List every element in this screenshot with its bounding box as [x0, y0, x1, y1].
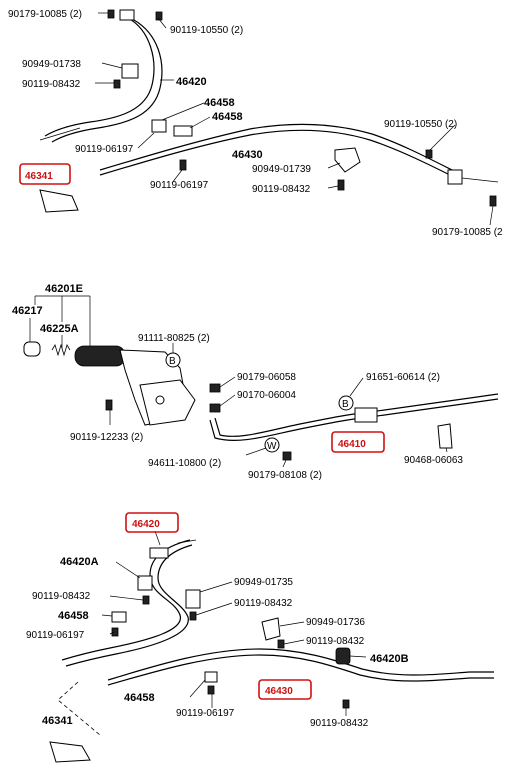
label-46458-a: 46458 [204, 97, 235, 109]
bracket-90949-01736 [261, 617, 281, 641]
clamp-46420a [137, 575, 153, 591]
label-46410-highlight: 46410 [338, 439, 366, 450]
label-90119-06197-d: 90119-06197 [176, 708, 235, 719]
label-90170-06004: 90170-06004 [237, 390, 296, 401]
lever-grip [74, 345, 126, 367]
cable-46420-bottom [61, 539, 191, 661]
label-90119-06197-c: 90119-06197 [26, 630, 85, 641]
diagram-top: 90179-10085 (2) 90119-10550 (2) 90949-01… [8, 9, 503, 238]
diagram-middle: B B W 46201E 46217 46225A 91111-80825 (2… [12, 283, 499, 481]
clamp-46458-d [204, 671, 218, 683]
label-90119-06197-a: 90119-06197 [75, 144, 134, 155]
label-46458-c: 46458 [58, 610, 89, 622]
label-90119-08432-e: 90119-08432 [306, 636, 365, 647]
bracket-46341 [39, 189, 79, 213]
label-90949-01738: 90949-01738 [22, 59, 81, 70]
label-90949-01739: 90949-01739 [252, 164, 311, 175]
label-46217: 46217 [12, 305, 43, 317]
marker-b-1: B [169, 356, 176, 367]
label-90119-08432-c: 90119-08432 [32, 591, 91, 602]
marker-w: W [267, 441, 277, 452]
cable-46430-bottom [107, 654, 494, 686]
highlight-box-46341 [19, 163, 71, 185]
label-90179-08108: 90179-08108 (2) [248, 470, 322, 481]
highlight-box-46430 [258, 679, 312, 700]
label-90949-01736: 90949-01736 [306, 617, 365, 628]
label-90119-12233: 90119-12233 (2) [70, 432, 143, 443]
clamp-46458-a [151, 119, 167, 133]
bracket-90949-01739 [334, 147, 361, 173]
label-90119-08432-d: 90119-08432 [234, 598, 293, 609]
bracket-46341-bottom [49, 741, 91, 763]
clamp-46458-b [173, 125, 193, 137]
label-46201e: 46201E [45, 283, 83, 295]
label-90179-10085-tl: 90179-10085 (2) [8, 9, 82, 20]
label-46458-b: 46458 [212, 111, 243, 123]
label-90179-10085-br: 90179-10085 (2 [432, 227, 503, 238]
cable-46410 [214, 393, 499, 437]
label-46341: 46341 [42, 715, 73, 727]
label-90468-06063: 90468-06063 [404, 455, 463, 466]
spring-46225a [51, 343, 71, 357]
highlight-box-46420 [125, 512, 179, 533]
marker-b-2: B [342, 399, 349, 410]
label-90119-08432-a: 90119-08432 [22, 79, 81, 90]
label-46430: 46430 [232, 149, 263, 161]
cable-46430-top [99, 129, 461, 181]
label-46341-highlight: 46341 [25, 171, 53, 182]
label-46420: 46420 [176, 76, 207, 88]
label-91651-60614: 91651-60614 (2) [366, 372, 440, 383]
bracket-90949-01735 [185, 589, 201, 609]
label-91111-80825: 91111-80825 (2) [138, 333, 210, 344]
diagram-bottom: 46420 46420A 90949-01735 90119-08432 901… [26, 512, 494, 763]
cap-46217 [23, 341, 41, 357]
label-90179-06058: 90179-06058 [237, 372, 296, 383]
clamp-46458-c [111, 611, 127, 623]
label-46420-highlight: 46420 [132, 519, 160, 530]
label-46225a: 46225A [40, 323, 79, 335]
label-90949-01735: 90949-01735 [234, 577, 293, 588]
label-90119-08432-f: 90119-08432 [310, 718, 369, 729]
label-90119-10550-r: 90119-10550 (2) [384, 119, 457, 130]
bracket-90949-01738 [121, 63, 139, 79]
bracket-90468-06063 [437, 423, 453, 449]
label-46430-highlight: 46430 [265, 686, 293, 697]
label-90119-08432-b: 90119-08432 [252, 184, 311, 195]
label-46420b: 46420B [370, 653, 409, 665]
grommet-46420b [335, 647, 351, 665]
label-94611-10800: 94611-10800 (2) [148, 458, 221, 469]
highlight-box-46410 [331, 431, 385, 453]
label-46420a: 46420A [60, 556, 99, 568]
label-46458-d: 46458 [124, 692, 155, 704]
cable-46420-top [44, 17, 155, 137]
label-90119-10550-t: 90119-10550 (2) [170, 25, 243, 36]
label-90119-06197-b: 90119-06197 [150, 180, 209, 191]
